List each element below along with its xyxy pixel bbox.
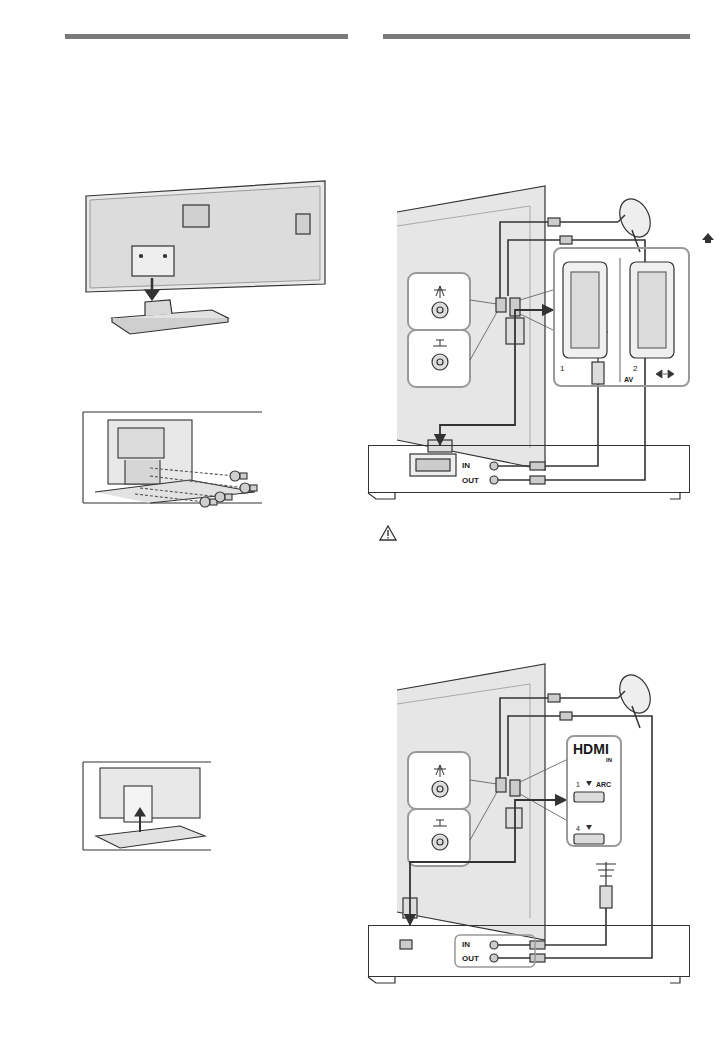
port-label: IN <box>462 462 470 470</box>
tv-back-hdmi-figure <box>368 664 680 983</box>
cable-connector <box>410 800 566 925</box>
port-label: OUT <box>462 477 479 485</box>
scart-panel: 1 2AV <box>553 247 690 387</box>
cable-connector <box>440 310 553 445</box>
port-label: 1 <box>560 365 564 373</box>
hdmi-panel: HDMIIN 1 ARC 4 <box>566 735 622 847</box>
tv-stand-figure <box>86 181 325 334</box>
port-label: ARC <box>596 781 611 788</box>
stand-cover-figure <box>83 762 211 850</box>
port-label: HDMI <box>573 742 609 756</box>
port-label: 4 <box>576 825 580 832</box>
tv-back-figure <box>368 186 680 499</box>
section-bars <box>65 34 690 39</box>
port-label: OUT <box>462 955 479 963</box>
port-label: IN <box>606 757 612 763</box>
warning-symbol <box>380 526 396 540</box>
recorder-box: IN OUT <box>368 925 690 977</box>
port-label: 2 <box>633 365 637 373</box>
port-label: AV <box>624 376 633 383</box>
port-label: 1 <box>576 781 580 788</box>
port-label: IN <box>462 941 470 949</box>
screw-figure <box>83 412 262 507</box>
recorder-box: IN OUT <box>368 445 690 493</box>
up-arrow-symbol <box>702 233 714 243</box>
